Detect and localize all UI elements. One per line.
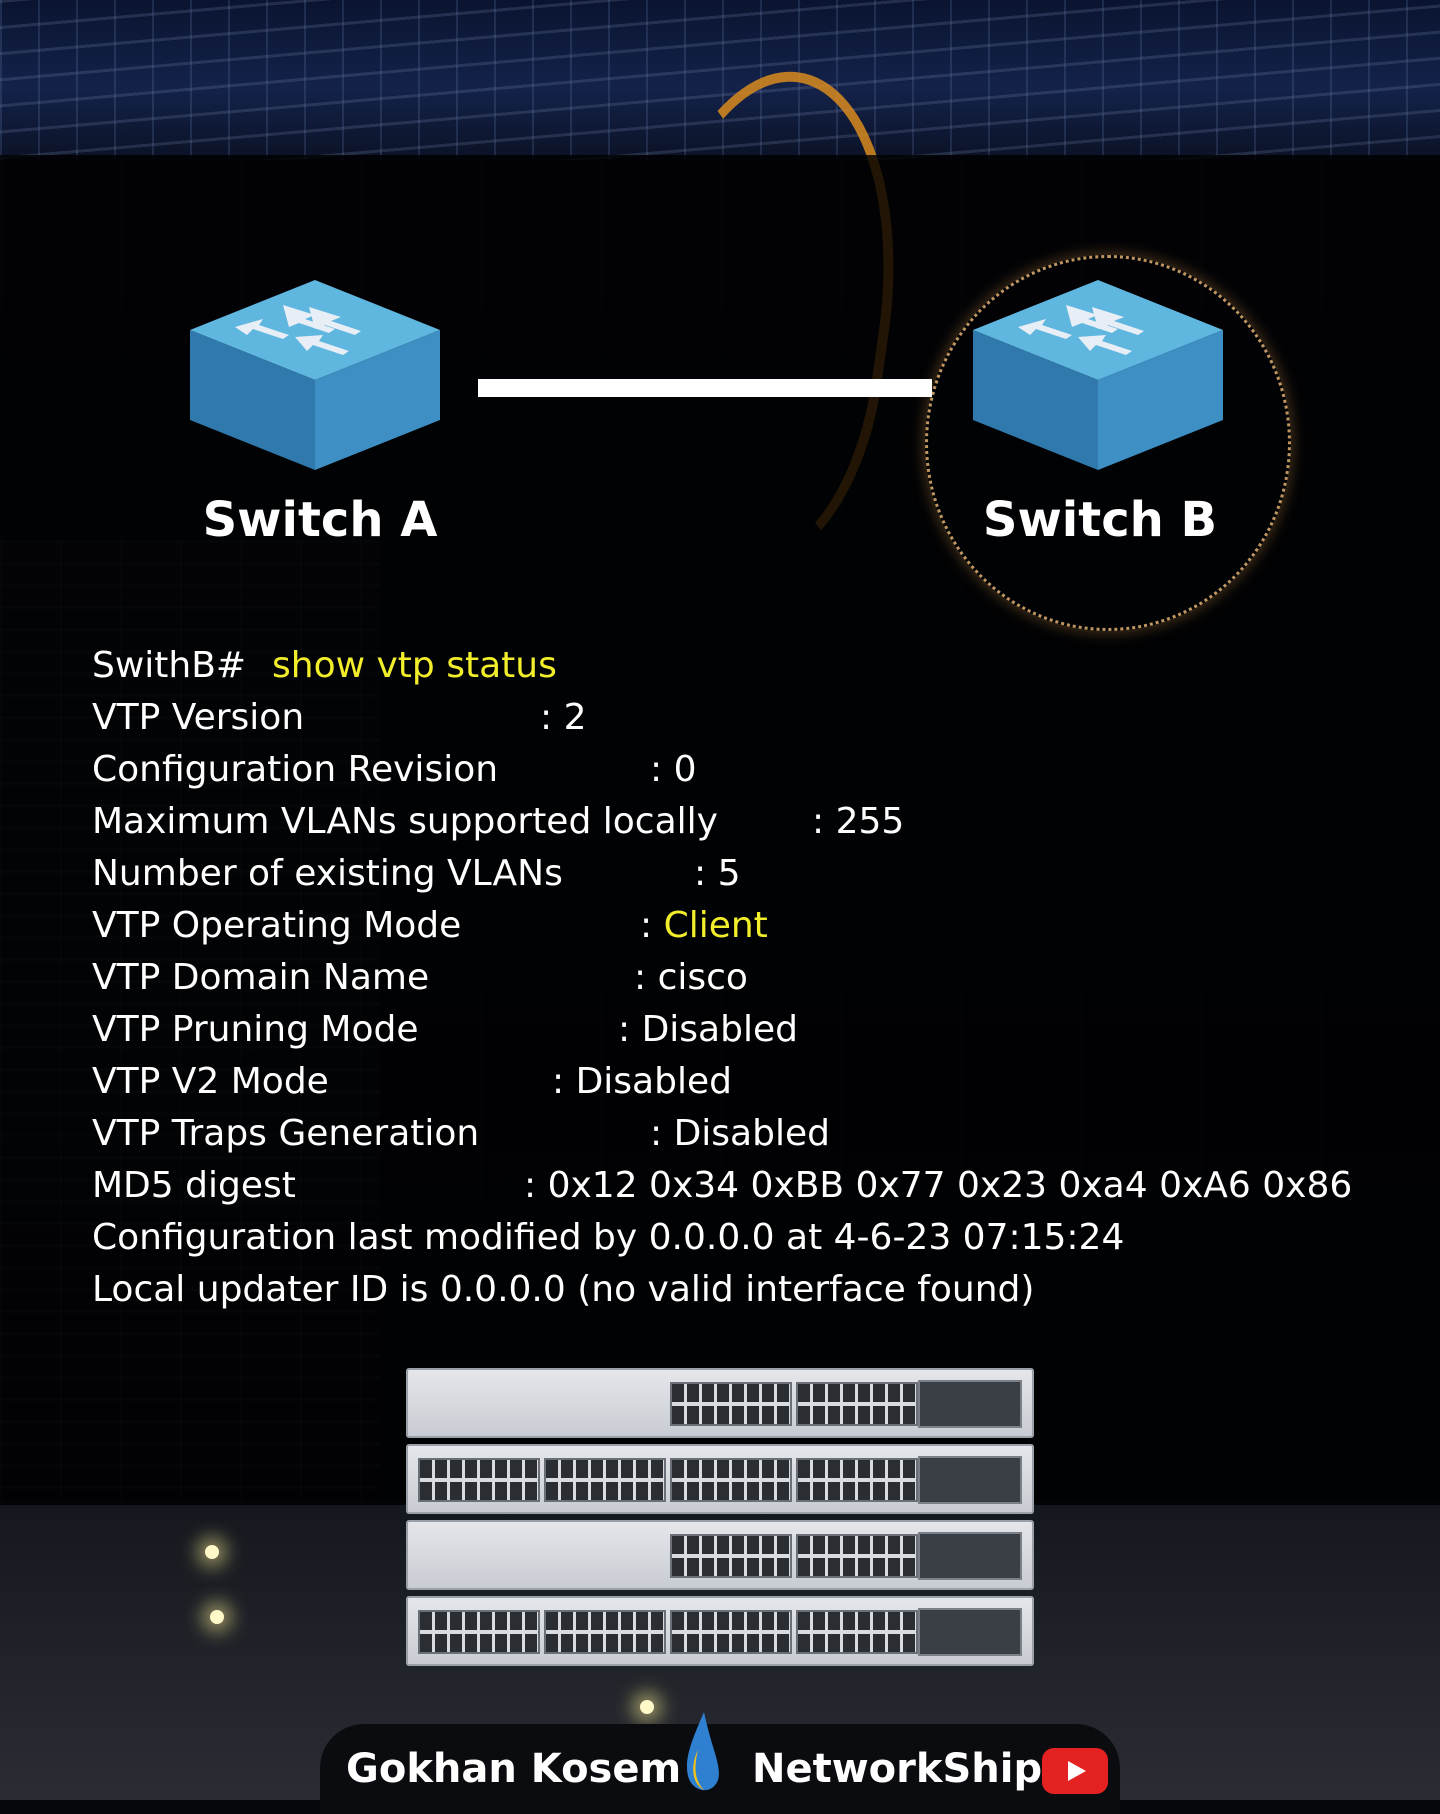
uplink-module bbox=[918, 1380, 1022, 1428]
port-block bbox=[796, 1534, 918, 1578]
port-block bbox=[418, 1458, 540, 1502]
status-value: : cisco bbox=[634, 957, 748, 998]
status-label: VTP V2 Mode bbox=[92, 1061, 329, 1102]
switch-unit bbox=[406, 1368, 1034, 1438]
switch-a-label: Switch A bbox=[202, 492, 438, 548]
switch-a-icon bbox=[185, 275, 445, 475]
operating-mode-value: Client bbox=[663, 905, 768, 946]
status-value: : Disabled bbox=[650, 1113, 830, 1154]
port-block bbox=[544, 1610, 666, 1654]
status-value: : 2 bbox=[540, 697, 587, 738]
footer-bar bbox=[320, 1724, 1120, 1814]
switch-b-icon bbox=[968, 275, 1228, 475]
port-block bbox=[670, 1382, 792, 1426]
water-drop-icon bbox=[682, 1710, 722, 1800]
port-block bbox=[670, 1458, 792, 1502]
local-updater-text: Local updater ID is 0.0.0.0 (no valid in… bbox=[92, 1269, 1035, 1310]
rack-light-icon bbox=[640, 1700, 654, 1714]
port-block bbox=[796, 1458, 918, 1502]
status-label: VTP Version bbox=[92, 697, 305, 738]
status-value-prefix: : bbox=[640, 905, 664, 946]
switch-stack-image bbox=[406, 1368, 1034, 1672]
uplink-module bbox=[918, 1532, 1022, 1580]
switch-b-label: Switch B bbox=[982, 492, 1218, 548]
last-modified-text: Configuration last modified by 0.0.0.0 a… bbox=[92, 1217, 1125, 1258]
cli-command: show vtp status bbox=[272, 645, 557, 686]
status-label: MD5 digest bbox=[92, 1165, 296, 1206]
status-label: VTP Domain Name bbox=[92, 957, 430, 998]
status-value: : 5 bbox=[694, 853, 741, 894]
port-block bbox=[670, 1534, 792, 1578]
status-label: VTP Operating Mode bbox=[92, 905, 462, 946]
switch-unit bbox=[406, 1596, 1034, 1666]
port-block bbox=[544, 1458, 666, 1502]
background-cable-tray bbox=[0, 0, 1440, 160]
status-label: VTP Traps Generation bbox=[92, 1113, 480, 1154]
link-line bbox=[478, 379, 932, 397]
status-value: : 255 bbox=[812, 801, 905, 842]
status-label: Number of existing VLANs bbox=[92, 853, 563, 894]
rack-light-icon bbox=[205, 1545, 219, 1559]
status-value: : 0 bbox=[650, 749, 697, 790]
uplink-module bbox=[918, 1608, 1022, 1656]
switch-unit bbox=[406, 1520, 1034, 1590]
author-name: Gokhan Kosem bbox=[346, 1746, 682, 1792]
sparkle-ring-highlight bbox=[925, 255, 1291, 631]
status-label: Maximum VLANs supported locally bbox=[92, 801, 718, 842]
youtube-play-icon[interactable] bbox=[1042, 1748, 1108, 1794]
brand-name: NetworkShip bbox=[752, 1746, 1043, 1792]
cli-prompt: SwithB# bbox=[92, 645, 247, 686]
port-block bbox=[670, 1610, 792, 1654]
status-value: : Disabled bbox=[618, 1009, 798, 1050]
port-block bbox=[418, 1610, 540, 1654]
status-value: : Disabled bbox=[552, 1061, 732, 1102]
status-label: VTP Pruning Mode bbox=[92, 1009, 419, 1050]
switch-unit bbox=[406, 1444, 1034, 1514]
uplink-module bbox=[918, 1456, 1022, 1504]
status-value: : 0x12 0x34 0xBB 0x77 0x23 0xa4 0xA6 0x8… bbox=[524, 1165, 1353, 1206]
port-block bbox=[796, 1610, 918, 1654]
port-block bbox=[796, 1382, 918, 1426]
rack-light-icon bbox=[210, 1610, 224, 1624]
status-value: : Client bbox=[640, 900, 768, 952]
status-label: Configuration Revision bbox=[92, 749, 499, 790]
